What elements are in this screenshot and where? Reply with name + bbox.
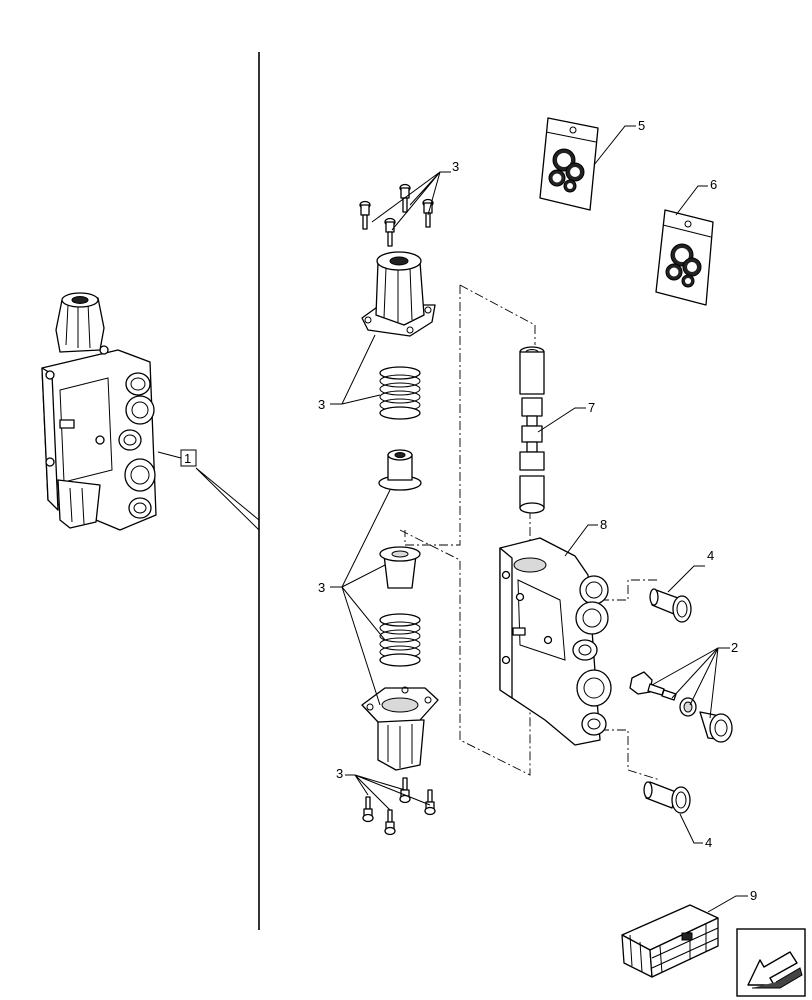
shipping-crate[interactable] bbox=[621, 904, 719, 978]
callout-3-leaders bbox=[330, 171, 451, 811]
seal-kit-bag-6[interactable] bbox=[655, 209, 714, 306]
spring-cap-lower[interactable] bbox=[361, 686, 439, 771]
arrow-back-icon[interactable] bbox=[736, 928, 806, 997]
valve-spool[interactable] bbox=[519, 346, 545, 514]
callout-7[interactable]: 7 bbox=[588, 400, 595, 415]
callout-4-lower-leader bbox=[679, 813, 703, 844]
callout-4-lower[interactable]: 4 bbox=[705, 835, 712, 850]
plug-lower[interactable] bbox=[643, 781, 691, 814]
callout-7-leader bbox=[537, 407, 586, 433]
spring-seat-lower[interactable] bbox=[379, 546, 421, 589]
callout-2[interactable]: 2 bbox=[731, 640, 738, 655]
assembled-valve-section[interactable] bbox=[41, 292, 157, 531]
callout-4-upper-leader bbox=[667, 565, 705, 593]
svg-text:1: 1 bbox=[184, 451, 191, 466]
callout-6-leader bbox=[675, 185, 708, 216]
valve-section-body[interactable] bbox=[499, 537, 612, 746]
callout-3-upper-spring[interactable]: 3 bbox=[318, 397, 325, 412]
callout-3-bottom-screws[interactable]: 3 bbox=[336, 766, 343, 781]
seal-kit-bag-5[interactable] bbox=[539, 117, 599, 211]
callout-4-upper[interactable]: 4 bbox=[707, 548, 714, 563]
callout-2-leaders bbox=[651, 647, 730, 719]
callout-1[interactable]: 1 bbox=[157, 449, 260, 531]
callout-5-leader bbox=[593, 125, 636, 166]
callout-8-leader bbox=[564, 524, 598, 557]
plug-upper[interactable] bbox=[649, 588, 692, 623]
callout-3-top[interactable]: 3 bbox=[452, 159, 459, 174]
callout-9-leader bbox=[707, 895, 748, 913]
callout-6[interactable]: 6 bbox=[710, 177, 717, 192]
spring-cap-top[interactable] bbox=[361, 251, 436, 337]
callout-8[interactable]: 8 bbox=[600, 517, 607, 532]
callout-3-lower-spring[interactable]: 3 bbox=[318, 580, 325, 595]
callout-9[interactable]: 9 bbox=[750, 888, 757, 903]
spring-lower[interactable] bbox=[379, 613, 421, 667]
spring-seat-upper[interactable] bbox=[378, 449, 422, 491]
callout-5[interactable]: 5 bbox=[638, 118, 645, 133]
assembly-guide-lines bbox=[399, 284, 661, 781]
check-valve-parts[interactable] bbox=[629, 671, 733, 743]
spring-upper[interactable] bbox=[379, 366, 421, 420]
cap-screws-bottom[interactable] bbox=[362, 777, 436, 836]
